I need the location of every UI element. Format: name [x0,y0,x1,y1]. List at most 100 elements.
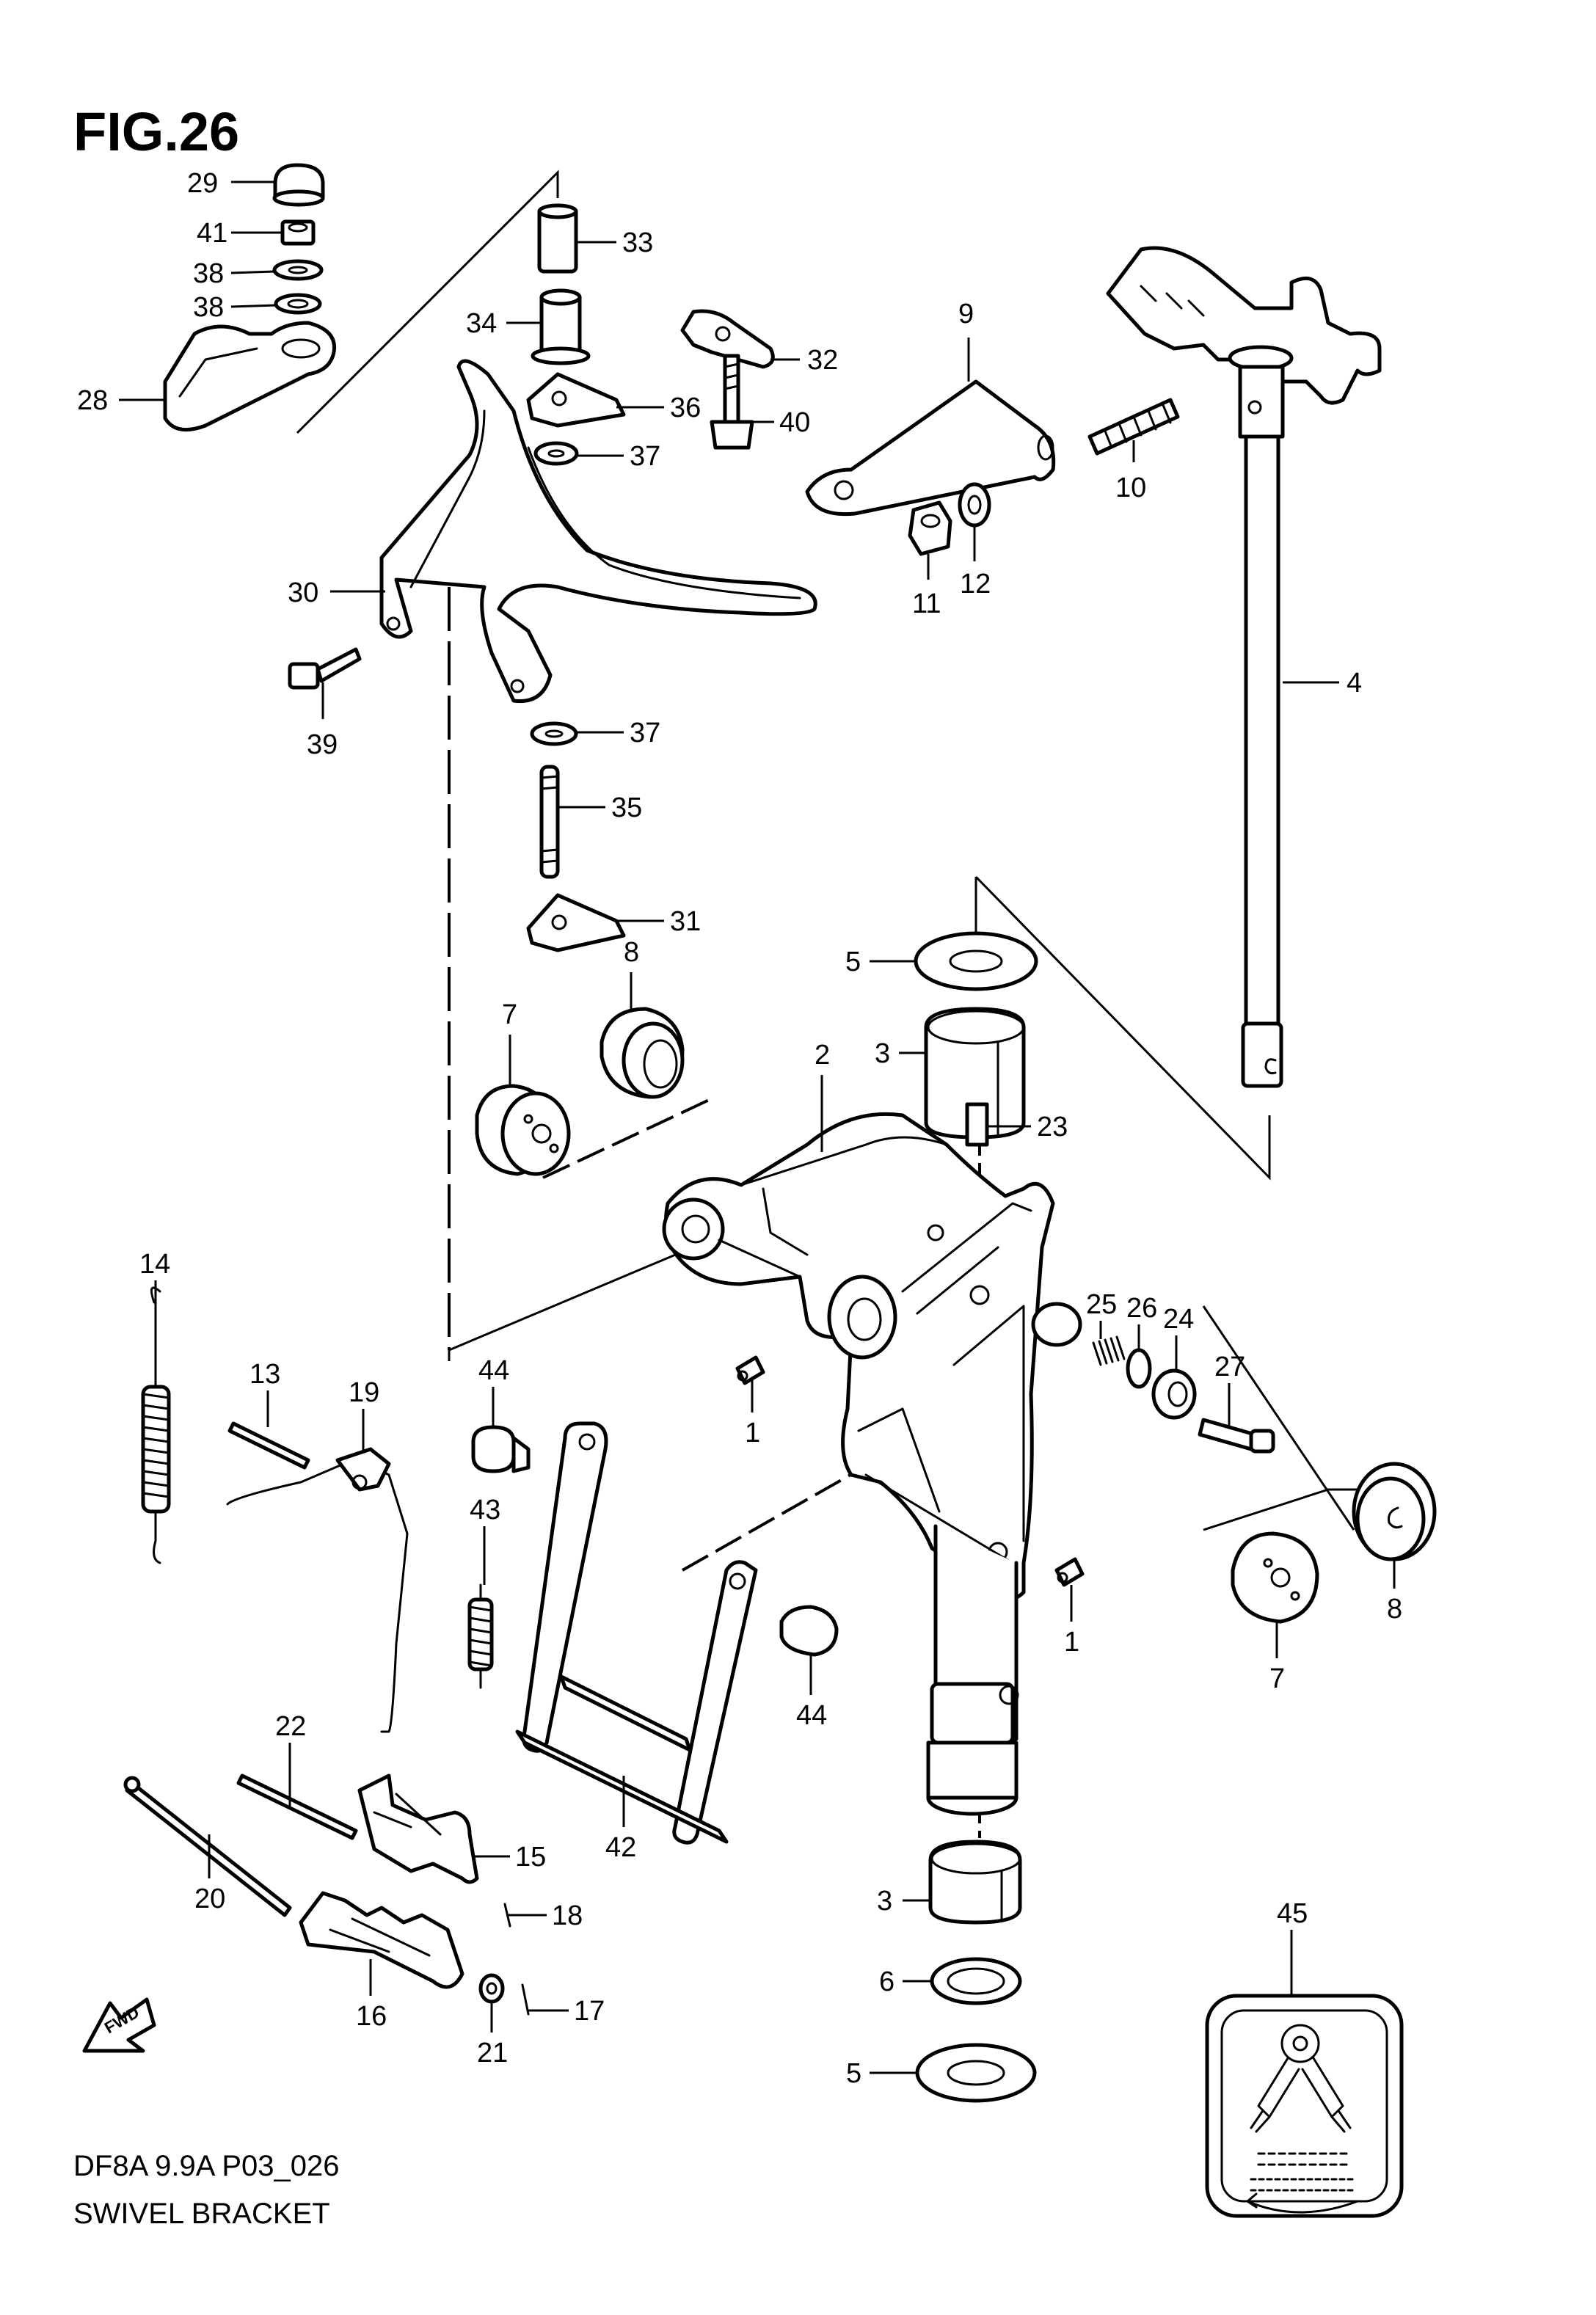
label-19: 19 [349,1377,379,1408]
part-24-bushing [1151,1368,1197,1420]
label-15: 15 [515,1842,546,1873]
label-43: 43 [470,1495,500,1525]
label-26: 26 [1126,1293,1157,1324]
part-21-washer [478,1973,505,2004]
label-20: 20 [194,1884,225,1914]
label-37b: 37 [630,718,660,748]
part-40-bolt [710,354,754,450]
label-31: 31 [670,906,701,937]
fwd-arrow-icon: FWD [82,1997,156,2053]
label-35: 35 [611,792,642,823]
label-28: 28 [77,385,108,416]
part-8-bushing-right [1352,1462,1437,1561]
label-7a: 7 [502,999,517,1030]
label-3a: 3 [875,1038,890,1069]
part-45-decal [1205,1994,1404,2218]
label-42: 42 [605,1832,636,1863]
label-23: 23 [1037,1112,1068,1142]
label-44a: 44 [478,1355,509,1386]
part-17-pin [521,1983,530,2016]
part-7-bushing-top [475,1084,571,1176]
part-14-spring [141,1286,171,1564]
label-16: 16 [356,2001,387,2032]
part-31-plate [526,893,626,952]
part-3-bushing-lower [928,1840,1022,1925]
label-12: 12 [960,569,991,599]
part-15-clip [357,1773,479,1884]
label-36: 36 [670,393,701,423]
label-40: 40 [779,407,810,438]
part-19-lever [226,1447,409,1733]
part-16-bracket [299,1891,464,1989]
label-33: 33 [622,227,653,258]
part-1-grease-fitting-left [735,1355,765,1385]
part-25-spring [1092,1335,1126,1366]
part-38-washer-2 [274,293,322,315]
part-10-stud [1087,398,1180,456]
label-1b: 1 [1064,1627,1079,1658]
label-3b: 3 [877,1886,892,1917]
label-22: 22 [275,1711,306,1742]
part-35-stud [539,765,560,879]
part-4-tiller-shaft [1106,246,1382,1088]
label-18: 18 [552,1900,583,1931]
part-39-bolt [288,647,362,690]
part-13-pin [227,1421,310,1470]
part-30-bracket [379,359,817,704]
label-44b: 44 [796,1700,827,1731]
part-33-sleeve [537,203,578,274]
label-41: 41 [197,218,227,249]
part-5-washer-lower [915,2043,1037,2103]
label-8a: 8 [624,937,639,968]
part-26-washer [1126,1348,1152,1389]
label-32: 32 [807,345,838,376]
label-17: 17 [574,1996,605,2027]
label-38b: 38 [193,292,224,323]
part-1-grease-fitting-right [1054,1557,1085,1587]
label-4: 4 [1347,668,1362,699]
part-6-washer [930,1957,1022,2005]
part-34-bushing [531,288,591,365]
label-5b: 5 [846,2058,861,2089]
part-37-washer-upper [533,441,579,466]
part-32-clip [680,309,775,369]
part-27-bolt [1198,1418,1275,1454]
label-34: 34 [466,308,497,339]
part-23-key [965,1102,989,1147]
label-24: 24 [1163,1304,1194,1335]
footer-title: SWIVEL BRACKET [73,2198,330,2230]
label-1a: 1 [745,1418,760,1448]
leader-lines [119,181,1396,2074]
part-2-steering-tube [926,1524,1019,1816]
part-9-bracket [805,379,1056,517]
label-2: 2 [815,1040,830,1071]
label-11: 11 [912,588,941,619]
label-38a: 38 [193,258,224,289]
part-11-nut [908,500,952,556]
part-36-plate [526,372,626,428]
label-9: 9 [958,299,974,329]
part-44-bolt-upper [471,1425,531,1473]
part-3-bushing-upper [924,1007,1026,1140]
part-29-cap [272,163,325,207]
label-21: 21 [477,2038,508,2068]
label-14: 14 [139,1249,170,1280]
footer-code: DF8A 9.9A P03_026 [73,2150,340,2182]
part-5-washer-upper [914,931,1038,991]
part-42-linkage [515,1421,758,1845]
label-8b: 8 [1387,1594,1402,1625]
part-7-bushing-right [1231,1531,1319,1624]
label-25: 25 [1086,1289,1117,1320]
part-41-nut [280,219,316,246]
label-29: 29 [187,168,218,199]
label-27: 27 [1214,1352,1245,1382]
part-38-washer-1 [272,259,324,281]
part-44-bolt-lower [779,1605,839,1657]
part-number-labels: 29 41 38 38 28 33 34 36 32 40 37 30 39 3… [77,168,1402,2089]
part-12-washer [958,482,991,528]
label-13: 13 [249,1359,280,1390]
label-37a: 37 [630,441,660,472]
part-2-swivel-bracket [662,1112,1055,1601]
